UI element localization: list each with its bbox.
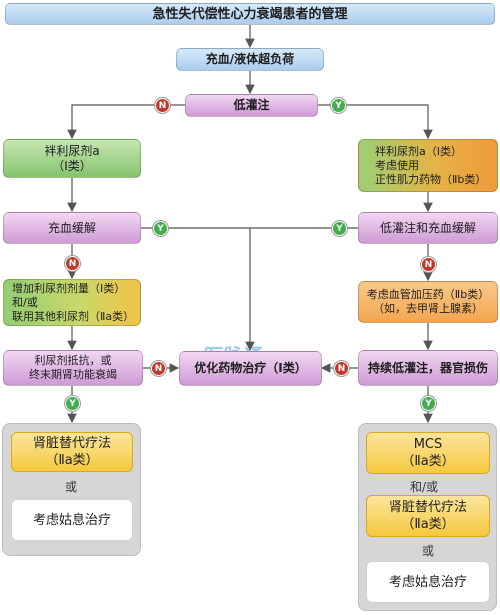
right-rrt-class: （Ⅱa类） — [401, 517, 455, 532]
loop-diuretic-label: 袢利尿剂a — [44, 143, 100, 158]
congestion-node: 充血/液体超负荷 — [176, 48, 324, 71]
resistance-line1: 利尿剂抵抗，或 — [34, 354, 112, 367]
right-palliative-node: 考虑姑息治疗 — [366, 561, 490, 603]
vasopressor-line1: 考虑血管加压药（Ⅱb类） — [366, 288, 490, 301]
mcs-label: MCS — [413, 437, 443, 452]
increase-diuretic-node: 增加利尿剂剂量（Ⅰ类） 和/或 联用其他利尿剂（Ⅱa类） — [3, 279, 141, 326]
loop-diuretic-class: （Ⅰ类） — [52, 158, 92, 173]
right-top-line2: 考虑使用 — [375, 158, 419, 172]
congestion-relief-node: 充血缓解 — [3, 212, 141, 244]
left-rrt-class: （Ⅱa类） — [45, 453, 99, 468]
resistance-line2: 终末期肾功能衰竭 — [29, 368, 117, 381]
page-title: 急性失代偿性心力衰竭患者的管理 — [5, 3, 495, 25]
persistent-hypoperfusion-node: 持续低灌注，器官损伤 — [358, 350, 498, 386]
yes-badge-left-relief: Y — [153, 221, 168, 236]
optimize-therapy-node: 优化药物治疗（Ⅰ类） — [179, 351, 322, 386]
increase-diuretic-line1: 增加利尿剂剂量（Ⅰ类） — [12, 281, 126, 295]
hypoperfusion-node: 低灌注 — [185, 94, 318, 117]
right-rrt-label: 肾脏替代疗法 — [388, 500, 467, 515]
no-badge-persistent: N — [334, 361, 349, 376]
mcs-node: MCS （Ⅱa类） — [366, 432, 490, 474]
no-badge-left-relief: N — [65, 256, 80, 271]
yes-badge-right-relief: Y — [332, 221, 347, 236]
hypo-congestion-relief-node: 低灌注和充血缓解 — [358, 212, 498, 244]
loop-diuretic-node: 袢利尿剂a （Ⅰ类） — [3, 139, 141, 178]
vasopressor-line2: （如，去甲肾上腺素） — [373, 302, 483, 315]
arrow-hypo-right — [318, 104, 433, 140]
right-top-line1: 袢利尿剂a（Ⅰ类） — [375, 144, 462, 158]
arrow-hypo-left — [67, 104, 185, 140]
mcs-class: （Ⅱa类） — [401, 454, 455, 469]
yes-badge-persistent: Y — [421, 396, 436, 411]
arrow-relief-optimize — [140, 227, 255, 352]
no-badge-resistance: N — [151, 361, 166, 376]
right-or-text: 或 — [422, 544, 435, 558]
right-top-line3: 正性肌力药物（Ⅱb类） — [375, 172, 487, 186]
left-rrt-label: 肾脏替代疗法 — [32, 436, 111, 451]
left-or-text: 或 — [65, 480, 78, 494]
no-badge-hypo: N — [155, 98, 170, 113]
increase-diuretic-line3: 联用其他利尿剂（Ⅱa类） — [12, 309, 135, 323]
increase-diuretic-line2: 和/或 — [12, 295, 38, 309]
no-badge-right-relief: N — [421, 257, 436, 272]
yes-badge-resistance: Y — [65, 396, 80, 411]
right-top-node: 袢利尿剂a（Ⅰ类） 考虑使用 正性肌力药物（Ⅱb类） — [358, 139, 498, 192]
left-rrt-node: 肾脏替代疗法 （Ⅱa类） — [11, 432, 133, 472]
vasopressor-node: 考虑血管加压药（Ⅱb类） （如，去甲肾上腺素） — [358, 281, 498, 323]
yes-badge-hypo: Y — [331, 98, 346, 113]
right-rrt-node: 肾脏替代疗法 （Ⅱa类） — [366, 495, 490, 537]
diuretic-resistance-node: 利尿剂抵抗，或 终末期肾功能衰竭 — [3, 350, 143, 386]
right-andor-text: 和/或 — [410, 480, 439, 494]
left-palliative-node: 考虑姑息治疗 — [11, 499, 133, 541]
